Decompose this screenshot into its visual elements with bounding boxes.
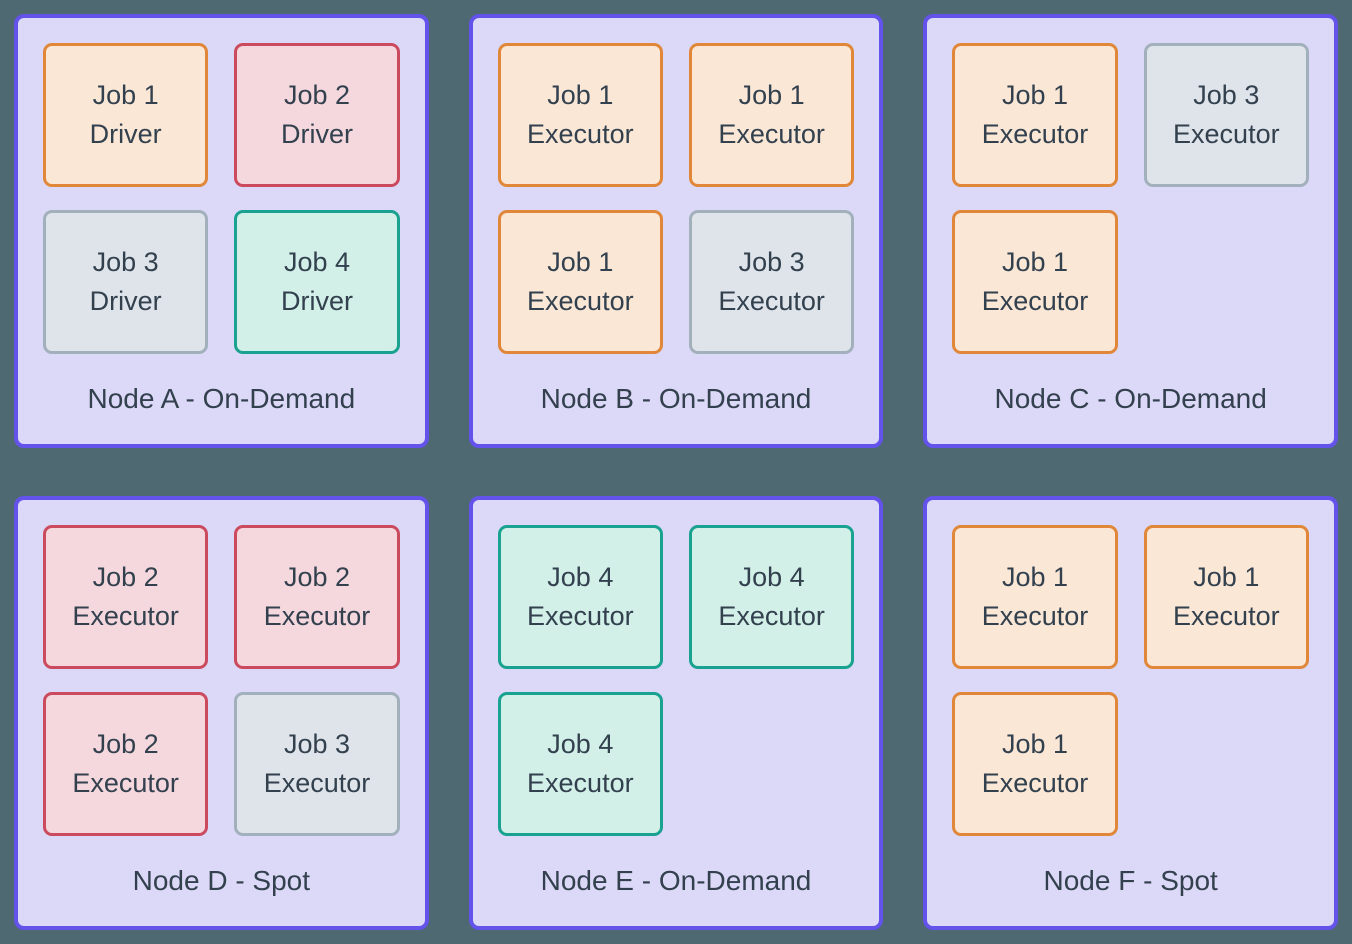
job-title: Job 4 [547,728,614,759]
job-title: Job 2 [92,561,159,592]
job-title: Job 3 [283,728,351,759]
job-title: Job 2 [283,79,351,110]
job-box-b-1: Job 1 Executor [497,43,663,187]
job-role: Driver [280,286,353,316]
job-box-e-1: Job 4 Executor [497,525,663,669]
job-title: Job 1 [1001,728,1069,759]
job-role: Executor [1173,119,1280,149]
node-label-c: Node C - On-Demand [994,383,1267,414]
job-role: Driver [89,119,162,149]
job-title: Job 1 [92,79,159,110]
job-title: Job 1 [547,246,614,277]
job-role: Executor [72,601,179,631]
job-title: Job 3 [738,246,805,277]
job-box-d-2: Job 2 Executor [234,525,400,669]
node-label-f: Node F - Spot [1043,865,1218,896]
job-role: Driver [89,286,162,316]
job-box-c-3: Job 1 Executor [952,210,1118,354]
job-role: Driver [280,119,353,149]
node-label-a: Node A - On-Demand [87,383,356,414]
job-box-d-4: Job 3 Executor [234,692,400,836]
job-box-b-2: Job 1 Executor [688,43,855,187]
job-role: Executor [263,768,371,798]
job-box-b-3: Job 1 Executor [497,210,663,354]
job-role: Executor [981,119,1089,149]
job-title: Job 1 [1001,79,1069,110]
job-box-b-4: Job 3 Executor [688,210,855,354]
job-role: Executor [1173,601,1280,631]
job-title: Job 1 [547,79,614,110]
job-title: Job 3 [92,246,159,277]
node-label-b: Node B - On-Demand [540,383,812,414]
job-box-f-2: Job 1 Executor [1143,525,1309,669]
job-role: Executor [527,286,634,316]
job-role: Executor [981,768,1089,798]
job-box-a-3: Job 3 Driver [43,210,209,354]
node-label-e: Node E - On-Demand [540,865,812,896]
job-box-a-1: Job 1 Driver [43,43,209,187]
job-title: Job 1 [1001,246,1069,277]
job-title: Job 4 [547,561,614,592]
job-box-f-1: Job 1 Executor [952,525,1118,669]
job-box-f-3: Job 1 Executor [952,692,1118,836]
job-role: Executor [263,601,371,631]
job-role: Executor [527,601,634,631]
job-box-c-1: Job 1 Executor [952,43,1118,187]
job-title: Job 2 [92,728,159,759]
job-role: Executor [981,286,1089,316]
job-role: Executor [72,768,179,798]
job-box-a-2: Job 2 Driver [234,43,400,187]
job-box-e-3: Job 4 Executor [497,692,663,836]
node-label-d: Node D - Spot [132,865,311,896]
job-box-a-4: Job 4 Driver [234,210,400,354]
job-title: Job 1 [1193,561,1260,592]
job-box-e-2: Job 4 Executor [688,525,855,669]
job-title: Job 1 [1001,561,1069,592]
job-role: Executor [718,601,825,631]
job-role: Executor [718,119,825,149]
job-title: Job 3 [1193,79,1260,110]
job-box-d-3: Job 2 Executor [43,692,209,836]
job-box-d-1: Job 2 Executor [43,525,209,669]
job-title: Job 1 [738,79,805,110]
job-box-c-2: Job 3 Executor [1143,43,1309,187]
job-role: Executor [527,119,634,149]
job-title: Job 2 [283,561,351,592]
job-title: Job 4 [738,561,805,592]
job-role: Executor [718,286,825,316]
job-title: Job 4 [283,246,351,277]
job-role: Executor [981,601,1089,631]
job-role: Executor [527,768,634,798]
